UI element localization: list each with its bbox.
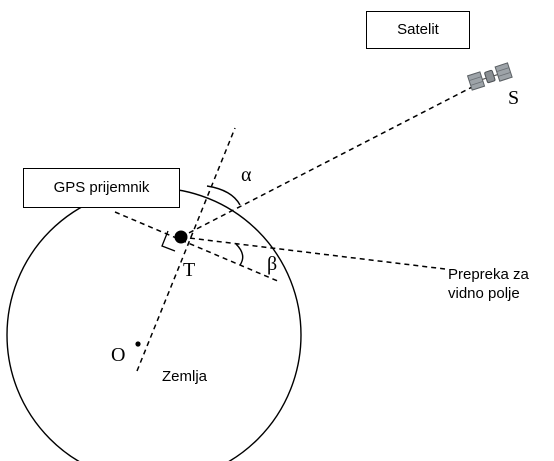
- earth-center-label: O: [111, 344, 126, 366]
- receiver-point-label: T: [183, 259, 196, 281]
- right-angle-marker: [161, 230, 176, 252]
- satellite-point-label: S: [508, 87, 520, 109]
- satellite-label-box: Satelit: [366, 11, 470, 49]
- obstacle-line: [180, 236, 446, 270]
- satellite-label: Satelit: [397, 21, 439, 38]
- line-of-sight: [180, 83, 479, 238]
- alpha-angle-label: α: [241, 164, 252, 186]
- horizon-line: [114, 211, 281, 283]
- beta-arc: [235, 243, 244, 266]
- earth-center-point: [135, 341, 141, 347]
- earth-circle: [6, 187, 302, 461]
- zenith-line: [136, 127, 236, 372]
- earth-label: Zemlja: [162, 368, 208, 385]
- gps-receiver-label: GPS prijemnik: [53, 179, 150, 196]
- gps-receiver-label-box: GPS prijemnik: [23, 168, 180, 208]
- receiver-point: [174, 230, 188, 244]
- obstacle-label-line2: vidno polje: [448, 285, 520, 302]
- obstacle-label-line1: Prepreka za: [448, 266, 529, 283]
- alpha-arc: [206, 185, 241, 206]
- beta-angle-label: β: [267, 253, 278, 275]
- satellite-icon: [466, 62, 513, 91]
